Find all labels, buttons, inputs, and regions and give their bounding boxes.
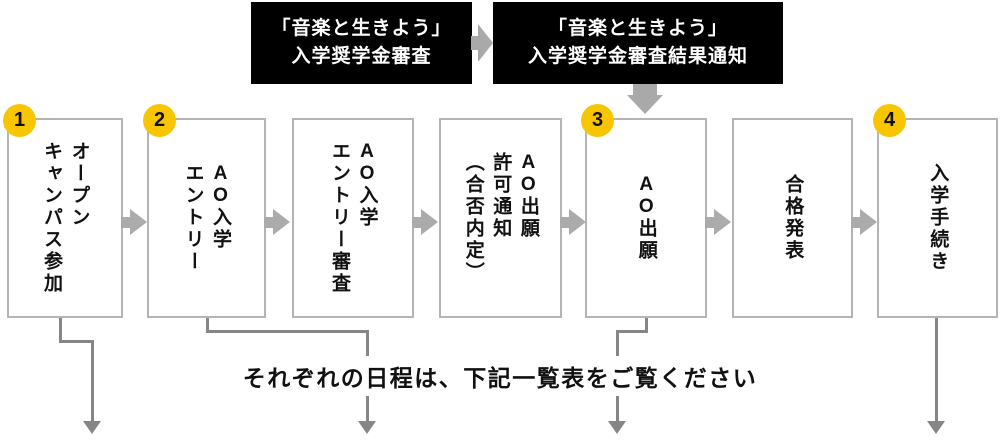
banner-scholarship-screening: 「音楽と生きよう」 入学奨学金審査 — [251, 2, 472, 84]
arrow-right-icon — [121, 209, 147, 235]
step-box-results-announcement: 合格発表 — [732, 118, 853, 318]
arrow-head — [130, 209, 147, 235]
arrow-stem — [560, 217, 569, 228]
connector-line — [59, 318, 62, 343]
step-label: AO出願許可通知（合否内定） — [462, 152, 539, 284]
step-box-ao-entry-screening: AO入学エントリー審査 — [292, 118, 414, 318]
arrow-head — [273, 209, 290, 235]
arrow-stem — [264, 217, 273, 228]
schedule-note: それぞれの日程は、下記一覧表をご覧ください — [0, 356, 1000, 396]
arrow-stem — [121, 217, 130, 228]
connector-line — [616, 330, 648, 333]
arrow-right-icon — [560, 209, 586, 235]
step-label: AO出願 — [635, 174, 657, 262]
arrow-right-icon — [264, 209, 290, 235]
connector-arrow-down-icon — [927, 421, 945, 434]
step-box-ao-entry: 2 AO入学エントリー — [143, 104, 266, 318]
banner-line2: 入学奨学金審査結果通知 — [527, 46, 748, 67]
step-box-ao-permission-notice: AO出願許可通知（合否内定） — [439, 118, 562, 318]
banner-line2: 入学奨学金審査 — [291, 46, 432, 67]
arrow-stem — [412, 217, 421, 228]
arrow-stem — [851, 217, 860, 228]
arrow-head — [860, 209, 877, 235]
connector-arrow-down-icon — [83, 421, 101, 434]
banner-line1: 「音楽と生きよう」 — [271, 17, 452, 39]
step-number-badge: 2 — [143, 104, 176, 137]
schedule-note-text: それぞれの日程は、下記一覧表をご覧ください — [232, 356, 768, 396]
arrow-right-icon — [705, 209, 731, 235]
step-number-badge: 1 — [3, 104, 36, 137]
connector-arrow-down-icon — [358, 421, 376, 434]
step-box-enrollment-procedure: 4 入学手続き — [873, 104, 998, 318]
arrow-right-icon — [471, 24, 493, 62]
connector-arrow-down-icon — [608, 421, 626, 434]
step-number-badge: 3 — [581, 104, 614, 137]
arrow-head — [421, 209, 438, 235]
arrow-head — [478, 24, 493, 62]
step-box-ao-application: 3 AO出願 — [581, 104, 707, 318]
arrow-head — [714, 209, 731, 235]
arrow-head — [569, 209, 586, 235]
step-label: AO入学エントリー — [182, 163, 232, 273]
banner-scholarship-result-notice: 「音楽と生きよう」 入学奨学金審査結果通知 — [493, 2, 783, 84]
arrow-down-icon — [627, 84, 663, 114]
arrow-right-icon — [412, 209, 438, 235]
step-label: 合格発表 — [782, 174, 804, 262]
arrow-stem — [471, 36, 478, 50]
step-label: 入学手続き — [927, 163, 949, 273]
arrow-head — [627, 95, 663, 114]
step-label: オープンキャンパス参加 — [41, 141, 90, 295]
connector-line — [206, 318, 209, 333]
step-label: AO入学エントリー審査 — [329, 141, 378, 295]
arrow-stem — [633, 84, 657, 96]
step-number-badge: 4 — [873, 104, 906, 137]
arrow-stem — [705, 217, 714, 228]
connector-line — [935, 318, 938, 421]
banner-line1: 「音楽と生きよう」 — [547, 17, 728, 39]
connector-line — [59, 340, 94, 343]
connector-line — [645, 318, 648, 333]
connector-line — [206, 330, 369, 333]
connector-line — [91, 340, 94, 422]
step-box-open-campus: 1 オープンキャンパス参加 — [3, 104, 123, 318]
arrow-right-icon — [851, 209, 877, 235]
